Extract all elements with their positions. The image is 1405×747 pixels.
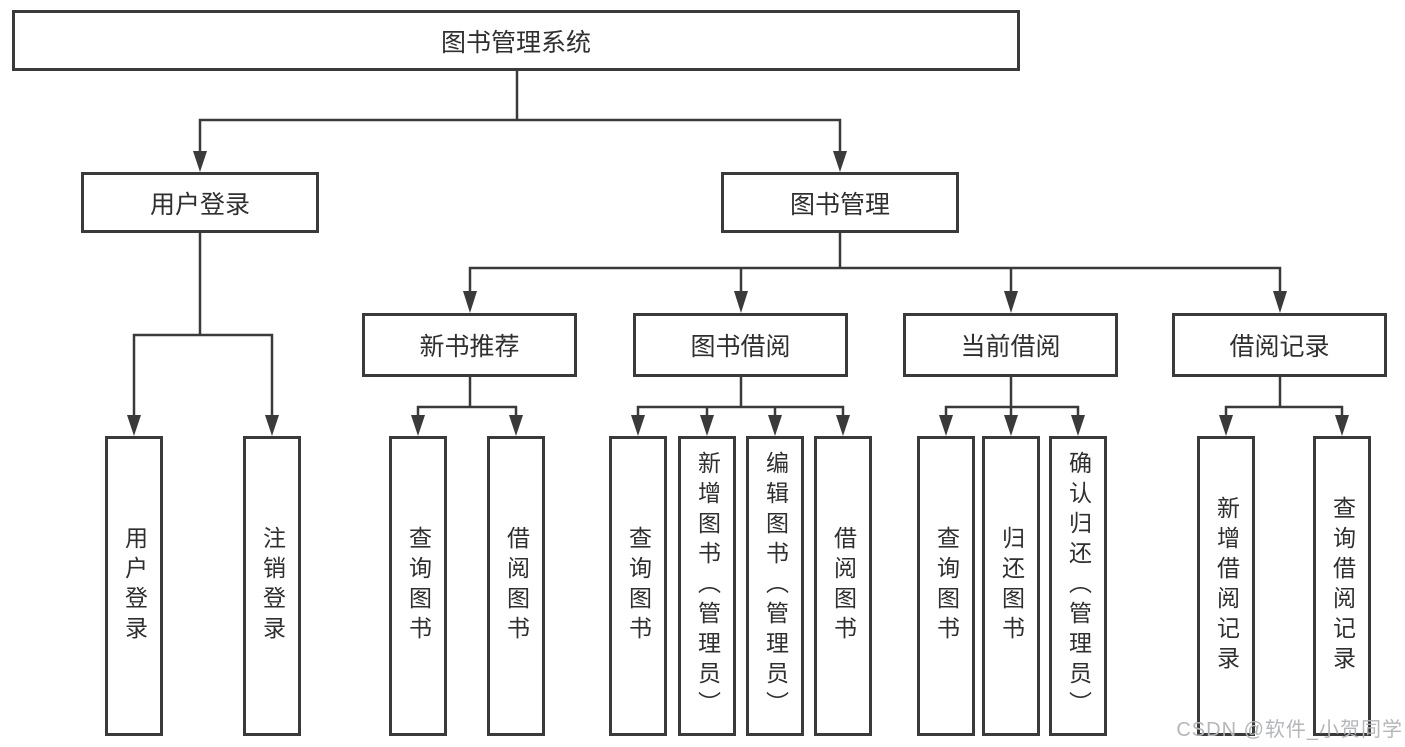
node-borrowing-records: 借阅记录 [1172, 313, 1387, 377]
csdn-watermark: CSDN @软件_小贺同学 [1176, 719, 1403, 741]
node-label: 借阅记录 [1229, 333, 1330, 361]
leaf-label: 注销登录 [259, 526, 286, 646]
leaf-borrow-books-recommend: 借阅图书 [487, 436, 545, 736]
leaf-label: 查询图书 [933, 526, 960, 646]
leaf-label: 确认归还（管理员） [1065, 451, 1092, 721]
leaf-label: 查询图书 [405, 526, 432, 646]
node-new-book-recommend: 新书推荐 [362, 313, 577, 377]
leaf-query-books-recommend: 查询图书 [389, 436, 447, 736]
node-label: 用户登录 [149, 190, 250, 219]
leaf-logout: 注销登录 [243, 436, 301, 736]
leaf-borrow-books: 借阅图书 [814, 436, 872, 736]
leaf-label: 归还图书 [998, 526, 1025, 646]
connector-new-book-rec-to-leaves [411, 375, 523, 436]
leaf-query-books-current: 查询图书 [917, 436, 975, 736]
connector-borrow-records-to-leaves [1219, 375, 1349, 436]
connector-user-login-to-leaves [127, 231, 279, 436]
leaf-label: 查询图书 [625, 526, 652, 646]
leaf-confirm-return-admin: 确认归还（管理员） [1049, 436, 1107, 736]
leaf-label: 借阅图书 [503, 526, 530, 646]
node-library-management-system: 图书管理系统 [12, 10, 1020, 71]
node-current-borrowing: 当前借阅 [903, 313, 1118, 377]
leaf-label: 编辑图书（管理员） [762, 451, 789, 721]
connector-root-to-level2 [193, 69, 847, 172]
leaf-label: 用户登录 [121, 526, 148, 646]
leaf-label: 查询借阅记录 [1329, 496, 1356, 676]
leaf-add-book-admin: 新增图书（管理员） [678, 436, 736, 736]
leaf-return-book: 归还图书 [982, 436, 1040, 736]
leaf-edit-book-admin: 编辑图书（管理员） [746, 436, 804, 736]
leaf-label: 借阅图书 [830, 526, 857, 646]
node-label: 图书管理 [789, 190, 890, 219]
connector-current-borrow-to-leaves [939, 375, 1085, 436]
node-label: 图书借阅 [690, 333, 791, 361]
connector-book-borrow-to-leaves [631, 375, 850, 436]
leaf-query-books-borrow: 查询图书 [609, 436, 667, 736]
leaf-query-borrow-record: 查询借阅记录 [1313, 436, 1371, 736]
connector-book-mgmt-to-level3 [463, 231, 1287, 313]
leaf-add-borrow-record: 新增借阅记录 [1197, 436, 1255, 736]
node-user-login: 用户登录 [81, 172, 319, 233]
node-label: 新书推荐 [419, 333, 520, 361]
leaf-user-login: 用户登录 [105, 436, 163, 736]
node-book-management: 图书管理 [721, 172, 959, 233]
leaf-label: 新增图书（管理员） [694, 451, 721, 721]
node-label: 当前借阅 [960, 333, 1061, 361]
node-label: 图书管理系统 [440, 28, 591, 57]
leaf-label: 新增借阅记录 [1213, 496, 1240, 676]
node-book-borrowing: 图书借阅 [633, 313, 848, 377]
